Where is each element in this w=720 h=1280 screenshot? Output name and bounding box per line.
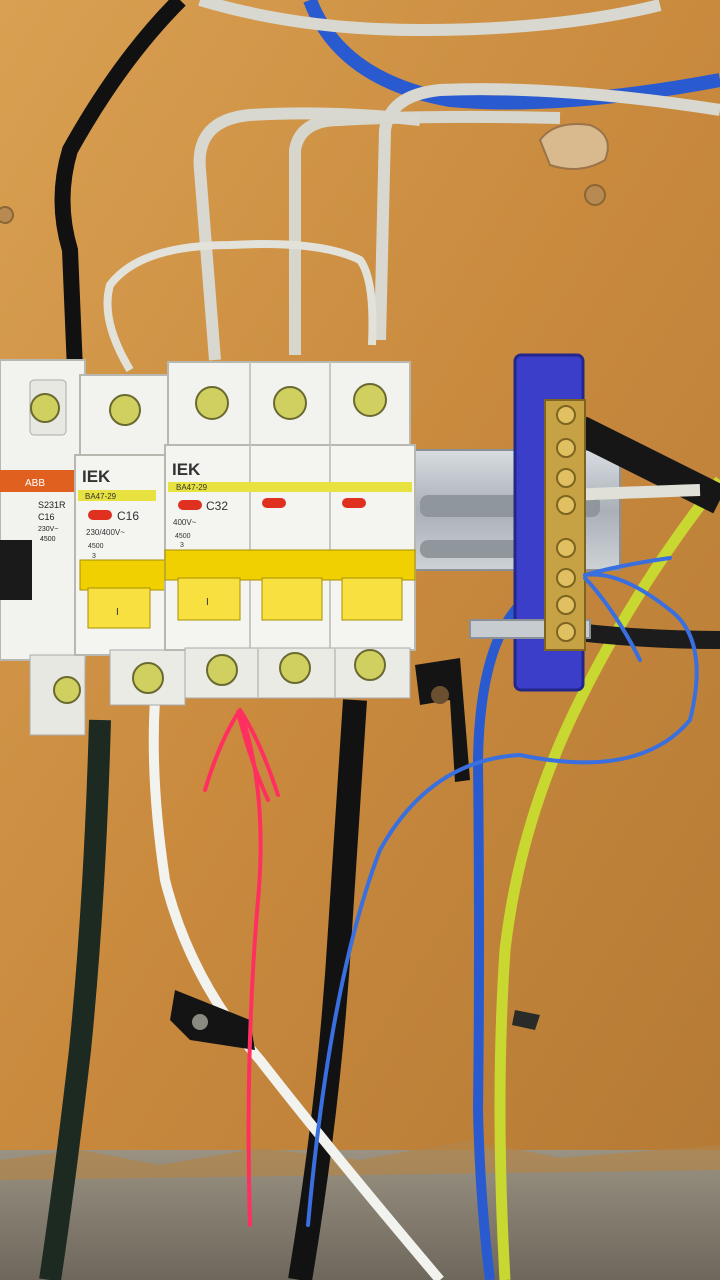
abb-voltage: 230V~ bbox=[38, 526, 58, 533]
iek-c16-rating: C16 bbox=[117, 509, 139, 523]
iek-c32-brand: IEK bbox=[172, 460, 201, 479]
wire-gray-top2 bbox=[374, 83, 720, 341]
abb-rating: C16 bbox=[38, 512, 55, 522]
breaker-iek-c32: IEK BA47-29 C32 400V~ 4500 3 I bbox=[164, 361, 416, 699]
iek-c32-class: 3 bbox=[180, 542, 184, 549]
neutral-busbar bbox=[469, 353, 591, 692]
wire-black-right bbox=[573, 416, 720, 514]
wire-black-bottom bbox=[288, 699, 367, 1280]
terminal-screw bbox=[273, 386, 307, 420]
breaker-abb-c16: ABB S231R C16 230V~ 4500 bbox=[0, 359, 86, 736]
abb-capacity: 4500 bbox=[40, 536, 56, 543]
floor-edge bbox=[0, 1140, 720, 1180]
iek-c32-toggle-mark: I bbox=[206, 597, 209, 608]
abb-toggle[interactable] bbox=[0, 540, 32, 600]
panel-hole bbox=[0, 206, 14, 224]
terminal-screw bbox=[195, 386, 229, 420]
iek-c16-toggle[interactable] bbox=[79, 559, 166, 591]
abb-model: S231R bbox=[38, 500, 66, 510]
wire-gray-right bbox=[569, 484, 701, 501]
iek-c16-capacity: 4500 bbox=[88, 543, 104, 550]
iek-c16-toggle-mark: I bbox=[116, 607, 119, 618]
iek-c16-brand: IEK bbox=[82, 467, 111, 486]
iek-c32-toggle[interactable] bbox=[164, 549, 416, 581]
terminal-screw bbox=[354, 649, 386, 681]
cable-clamp bbox=[415, 658, 470, 782]
iek-c16-voltage: 230/400V~ bbox=[86, 528, 125, 537]
panel-screw bbox=[512, 1010, 540, 1030]
terminal-screw bbox=[53, 676, 81, 704]
panel-plug bbox=[538, 123, 609, 170]
red-arrow-annotation bbox=[203, 708, 280, 1227]
terminal-screw bbox=[132, 662, 164, 694]
status-window bbox=[88, 510, 112, 520]
iek-c16-class: 3 bbox=[92, 553, 96, 560]
status-window bbox=[342, 498, 366, 508]
terminal-screw bbox=[206, 654, 238, 686]
wire-gray-top1 bbox=[198, 0, 662, 37]
busbar-screws bbox=[556, 405, 576, 642]
status-window bbox=[178, 500, 202, 510]
iek-c32-rating: C32 bbox=[206, 499, 228, 513]
iek-c32-voltage: 400V~ bbox=[173, 518, 197, 527]
panel-hole bbox=[584, 184, 606, 206]
wire-white-bottom bbox=[148, 699, 444, 1280]
terminal-screw bbox=[353, 383, 387, 417]
clamp-screw bbox=[192, 1014, 208, 1030]
iek-c32-model: BA47-29 bbox=[176, 483, 208, 492]
wire-gray-top4 bbox=[193, 107, 421, 361]
wire-black-left bbox=[39, 719, 111, 1280]
terminal-screw bbox=[109, 394, 141, 426]
terminal-screw bbox=[30, 393, 60, 423]
status-window bbox=[262, 498, 286, 508]
wire-blue-bottom bbox=[472, 596, 529, 1280]
iek-c32-capacity: 4500 bbox=[175, 533, 191, 540]
abb-brand: ABB bbox=[25, 478, 45, 489]
wire-black-top bbox=[54, 0, 186, 371]
wire-gray-top5 bbox=[103, 240, 377, 373]
cable-clamp bbox=[170, 990, 255, 1050]
breaker-iek-c16: IEK BA47-29 C16 230/400V~ 4500 3 I bbox=[74, 374, 186, 706]
terminal-screw bbox=[279, 652, 311, 684]
blue-loop-annotation bbox=[306, 556, 699, 1227]
clamp-screw bbox=[431, 686, 449, 704]
iek-c16-model: BA47-29 bbox=[85, 492, 117, 501]
